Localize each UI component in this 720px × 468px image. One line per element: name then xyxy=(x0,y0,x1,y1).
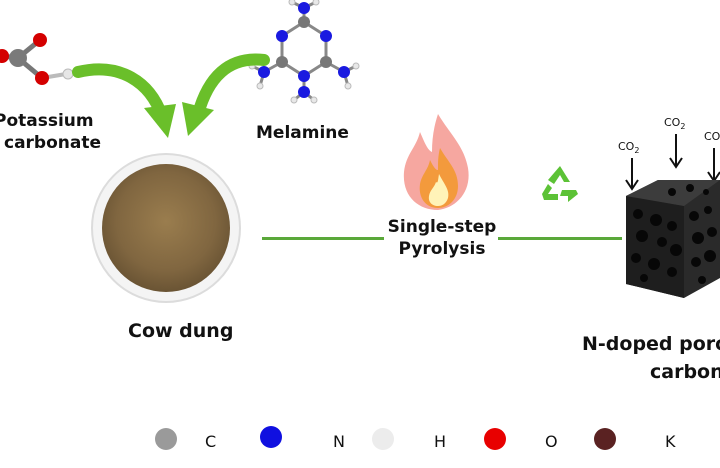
product-label: N-doped porous carbon xyxy=(582,330,720,386)
pyrolysis-line2: Pyrolysis xyxy=(398,239,486,259)
legend-dot-k xyxy=(594,428,616,450)
pyrolysis-line1: Single-step xyxy=(387,217,497,237)
potassium-carbonate-molecule xyxy=(0,33,74,85)
co2-label-b: CO2 xyxy=(664,116,686,132)
legend-label-k: K xyxy=(665,432,676,451)
process-line-right xyxy=(498,237,622,240)
legend-label-h: H xyxy=(434,432,447,451)
legend-label-o: O xyxy=(545,432,558,451)
porous-carbon-cube xyxy=(626,180,720,298)
down-arrow-icon xyxy=(669,134,683,169)
cow-dung-bowl xyxy=(91,153,241,303)
pyrolysis-label: Single-step Pyrolysis xyxy=(386,216,498,260)
product-line2: carbon xyxy=(650,361,720,383)
fire-icon xyxy=(403,114,469,210)
left-curved-arrow xyxy=(72,63,176,138)
co2-label-a: CO2 xyxy=(618,140,640,156)
element-legend: C N H O K xyxy=(0,420,720,460)
co2-label-c: CO2 xyxy=(704,130,720,143)
legend-dot-n xyxy=(260,426,282,448)
down-arrow-icon xyxy=(625,158,639,191)
right-curved-arrow xyxy=(182,53,270,136)
potassium-line2: carbonate xyxy=(4,133,102,153)
potassium-line1: Potassium xyxy=(0,111,94,131)
cow-dung-label: Cow dung xyxy=(128,320,234,342)
process-line-left xyxy=(262,237,384,240)
legend-label-n: N xyxy=(333,432,345,451)
potassium-carbonate-label: Potassium carbonate xyxy=(0,110,101,154)
melamine-label: Melamine xyxy=(256,123,349,143)
recycle-icon xyxy=(542,166,578,202)
legend-dot-c xyxy=(155,428,177,450)
melamine-molecule xyxy=(248,0,360,104)
legend-dot-h xyxy=(372,428,394,450)
down-arrow-icon xyxy=(707,148,720,183)
product-line1: N-doped porous xyxy=(582,333,720,355)
legend-dot-o xyxy=(484,428,506,450)
legend-label-c: C xyxy=(205,432,217,451)
